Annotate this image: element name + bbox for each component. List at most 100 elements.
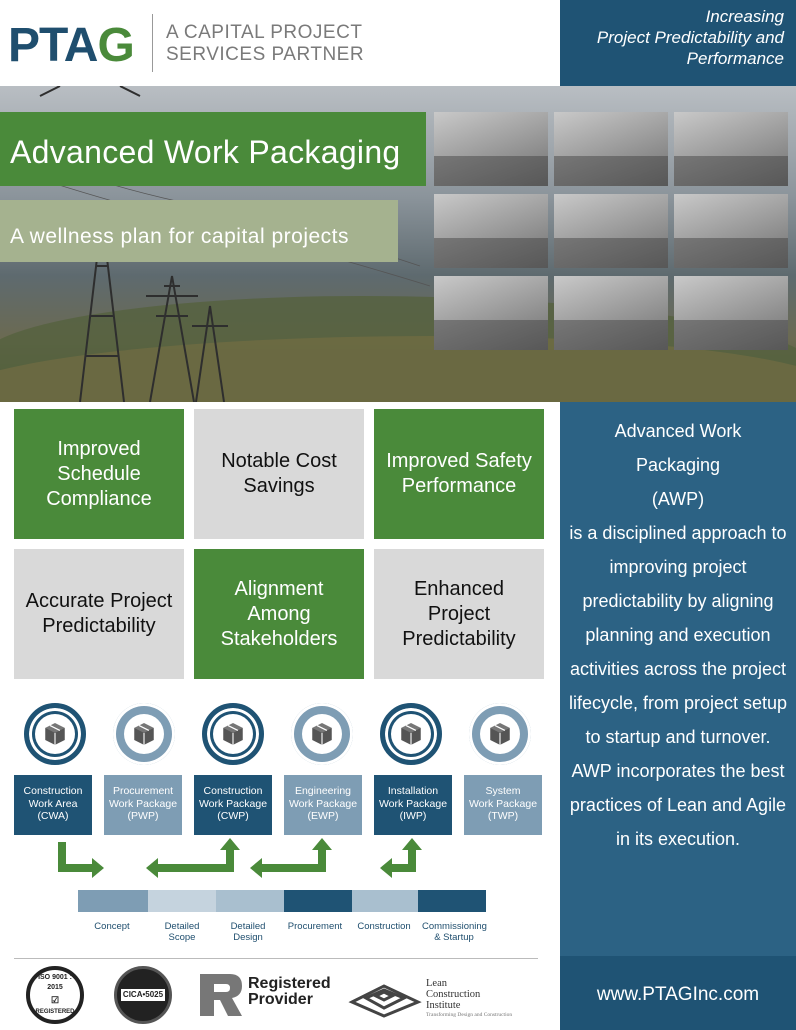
package-icon-pwp bbox=[113, 703, 175, 765]
box-icon bbox=[131, 721, 157, 747]
phase-label: Construction bbox=[357, 921, 411, 932]
lci-line-1: Lean bbox=[426, 978, 447, 989]
package-name: Construction bbox=[203, 785, 263, 797]
phase-label: Detailed Scope bbox=[164, 921, 200, 943]
lci-text: Lean Construction Institute Transforming… bbox=[426, 978, 512, 1019]
hero-banner: Advanced Work Packaging A wellness plan … bbox=[0, 86, 796, 402]
package-name: Procurement bbox=[112, 785, 174, 797]
phase-segment-procurement bbox=[284, 890, 352, 912]
phase-segment-commissioning bbox=[418, 890, 486, 912]
photo-facility-landscape bbox=[674, 194, 788, 268]
package-label-ewp: Engineering Work Package (EWP) bbox=[284, 775, 362, 835]
benefit-tile: Accurate Project Predictability bbox=[14, 549, 184, 679]
package-label-cwa: Construction Work Area (CWA) bbox=[14, 775, 92, 835]
rp-line-1: Registered bbox=[248, 975, 331, 992]
package-icon-cwp bbox=[202, 703, 264, 765]
logo-accent-letter: G bbox=[97, 19, 134, 72]
flow-arrows bbox=[58, 838, 422, 878]
footer-divider bbox=[14, 958, 538, 959]
arrow-right-icon bbox=[58, 842, 104, 878]
lci-line-2: Construction bbox=[426, 989, 481, 1000]
photo-wind-turbines bbox=[434, 112, 548, 186]
slogan-line-3: Performance bbox=[686, 49, 784, 68]
box-icon bbox=[42, 721, 68, 747]
cica-seal-icon: CICA•5025 bbox=[114, 966, 172, 1024]
lci-line-3: Institute bbox=[426, 1000, 461, 1011]
benefit-tile: Alignment Among Stakeholders bbox=[194, 549, 364, 679]
package-type: Work Package bbox=[198, 797, 268, 810]
benefit-tile: Enhanced Project Predictability bbox=[374, 549, 544, 679]
package-abbr: (TWP) bbox=[487, 810, 519, 822]
registered-provider-icon bbox=[200, 974, 242, 1016]
package-name: Construction bbox=[23, 785, 83, 797]
awp-heading: Advanced Work Packaging (AWP) bbox=[560, 414, 796, 516]
tagline-line-1: A CAPITAL PROJECT bbox=[166, 22, 363, 43]
arrow-left-icon bbox=[380, 838, 422, 878]
lci-logo-icon bbox=[348, 984, 422, 1018]
rp-line-2: Provider bbox=[248, 991, 313, 1008]
phase-segment-detailed-scope bbox=[148, 890, 216, 912]
photo-workers-tablet bbox=[554, 194, 668, 268]
photo-engineers-meeting bbox=[554, 112, 668, 186]
website-link[interactable]: www.PTAGInc.com bbox=[560, 956, 796, 1030]
logo-text: PTA bbox=[8, 19, 98, 72]
package-icon-twp bbox=[469, 703, 531, 765]
package-abbr: (CWP) bbox=[217, 810, 249, 822]
package-type: Work Package bbox=[378, 797, 448, 810]
ptag-logo[interactable]: PTAG bbox=[8, 18, 135, 73]
phase-segment-construction bbox=[352, 890, 418, 912]
phase-segment-detailed-design bbox=[216, 890, 284, 912]
package-label-cwp: Construction Work Package (CWP) bbox=[194, 775, 272, 835]
package-label-iwp: Installation Work Package (IWP) bbox=[374, 775, 452, 835]
package-icon-cwa bbox=[24, 703, 86, 765]
slogan-box: Increasing Project Predictability and Pe… bbox=[560, 0, 796, 86]
iso-registered: REGISTERED bbox=[35, 1009, 75, 1015]
iso-standard: ISO 9001 : 2015 bbox=[38, 974, 72, 991]
phase-segment-concept bbox=[78, 890, 148, 912]
header: PTAG A CAPITAL PROJECT SERVICES PARTNER bbox=[0, 0, 560, 86]
box-icon bbox=[309, 721, 335, 747]
logo-divider bbox=[152, 14, 153, 72]
package-type: Work Package bbox=[288, 797, 358, 810]
package-name: Installation bbox=[387, 785, 439, 797]
registered-provider-text: Registered Provider bbox=[248, 976, 331, 1008]
lci-tagline: Transforming Design and Construction bbox=[426, 1012, 513, 1018]
awp-description-panel: Advanced Work Packaging (AWP) is a disci… bbox=[560, 402, 796, 956]
benefit-tile: Notable Cost Savings bbox=[194, 409, 364, 539]
iso-certification-seal: ISO 9001 : 2015 ☑ REGISTERED bbox=[26, 966, 84, 1024]
photo-industrial-tanks bbox=[434, 194, 548, 268]
package-abbr: (IWP) bbox=[399, 810, 427, 822]
cica-label: CICA•5025 bbox=[120, 989, 166, 1001]
box-icon bbox=[398, 721, 424, 747]
package-name: Engineering bbox=[294, 785, 352, 797]
phase-label: Detailed Design bbox=[230, 921, 266, 943]
iso-seal-icon: ISO 9001 : 2015 ☑ REGISTERED bbox=[26, 966, 84, 1024]
package-type: Work Package bbox=[108, 797, 178, 810]
page-title: Advanced Work Packaging bbox=[0, 112, 426, 186]
package-type: Work Area bbox=[28, 797, 78, 810]
photo-pipeline bbox=[434, 276, 548, 350]
awp-heading-line-1: Advanced Work bbox=[614, 421, 742, 441]
cica-certification-seal: CICA•5025 bbox=[114, 966, 172, 1024]
photo-construction-site bbox=[674, 112, 788, 186]
page-subtitle: A wellness plan for capital projects bbox=[0, 200, 398, 262]
phase-label: Procurement bbox=[287, 921, 343, 932]
phase-label: Concept bbox=[94, 921, 130, 932]
slogan-line-2: Project Predictability and bbox=[596, 28, 784, 47]
slogan-line-1: Increasing bbox=[705, 7, 784, 26]
box-icon bbox=[487, 721, 513, 747]
awp-heading-line-3: (AWP) bbox=[651, 489, 705, 509]
package-label-pwp: Procurement Work Package (PWP) bbox=[104, 775, 182, 835]
photo-cooling-towers bbox=[674, 276, 788, 350]
package-abbr: (EWP) bbox=[307, 810, 339, 822]
tagline-line-2: SERVICES PARTNER bbox=[166, 44, 365, 65]
company-tagline: A CAPITAL PROJECT SERVICES PARTNER bbox=[166, 22, 364, 66]
phase-label: Commissioning & Startup bbox=[422, 921, 487, 943]
package-name: System bbox=[485, 785, 521, 797]
benefit-tile: Improved Safety Performance bbox=[374, 409, 544, 539]
awp-heading-line-2: Packaging bbox=[635, 455, 721, 475]
photo-worker-mining-truck bbox=[554, 276, 668, 350]
box-icon bbox=[220, 721, 246, 747]
awp-lean-agile-note: AWP incorporates the best practices of L… bbox=[569, 761, 787, 849]
arrow-left-icon bbox=[146, 838, 240, 878]
